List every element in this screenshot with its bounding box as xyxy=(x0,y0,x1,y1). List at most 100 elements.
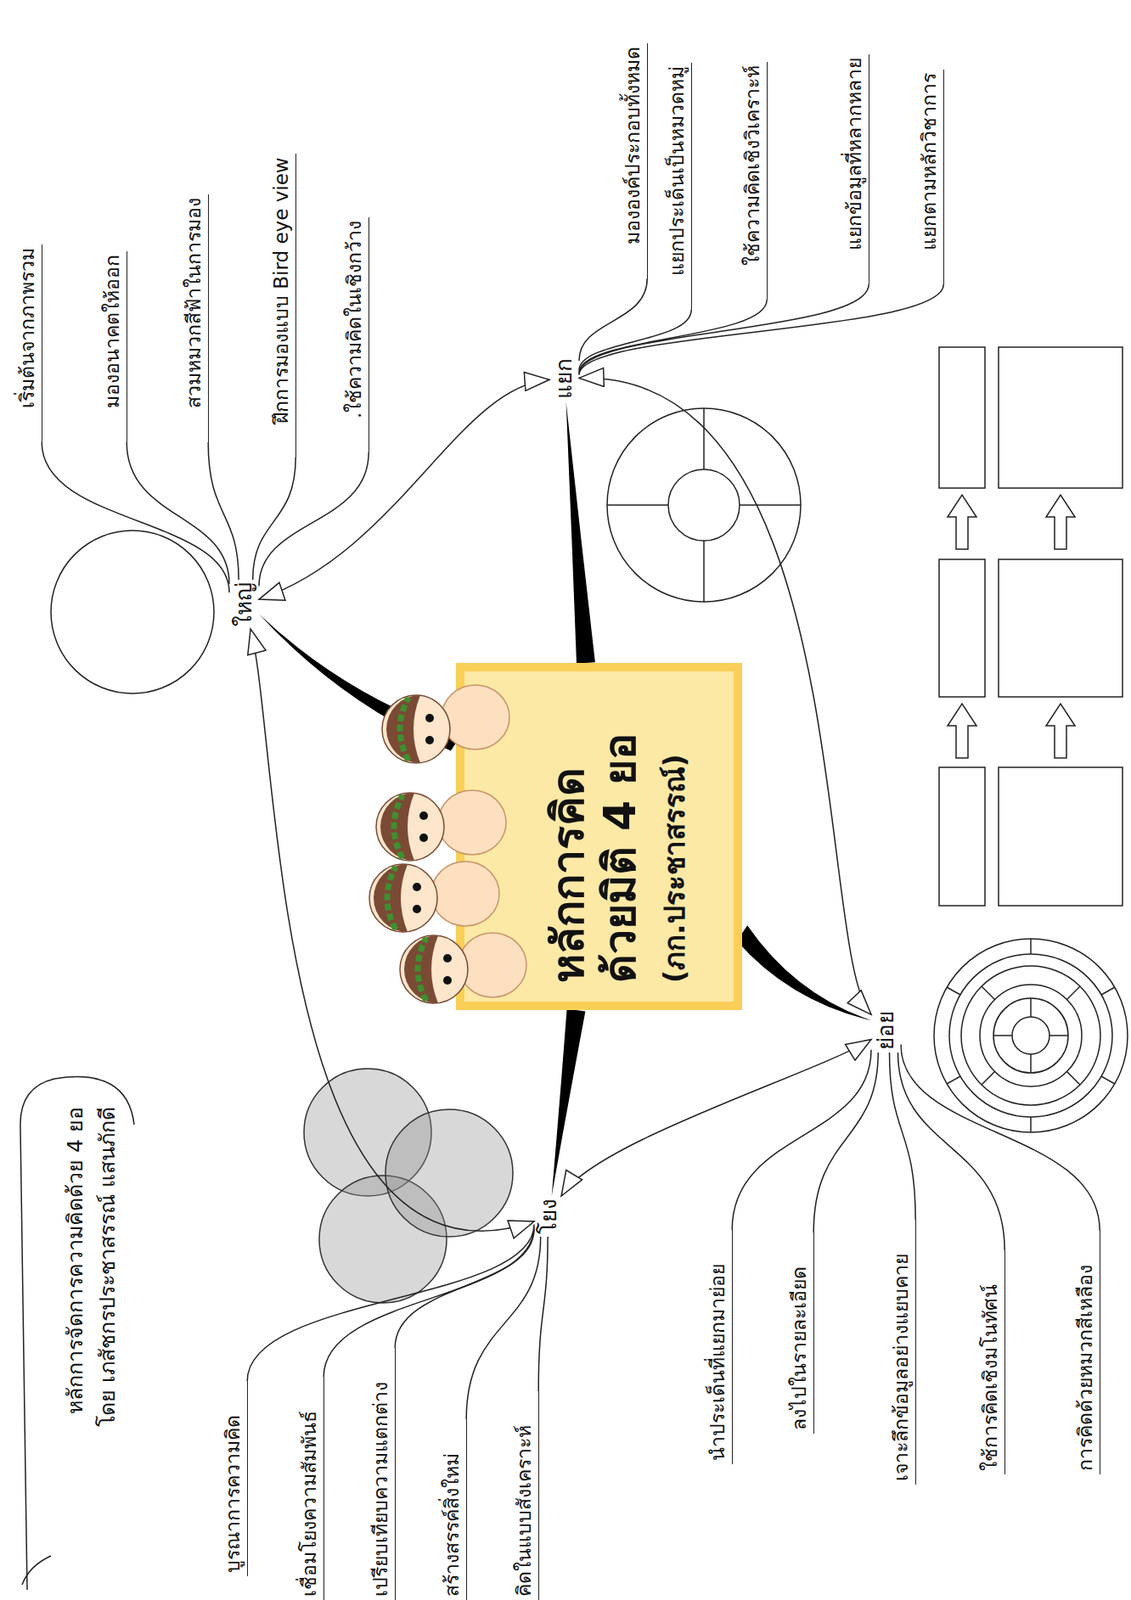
ring-circle xyxy=(993,998,1069,1074)
cartoon-eye xyxy=(412,905,422,914)
branch-leaf: .ใช้ความคิดในเชิงกว้าง xyxy=(342,217,370,453)
node-text: คิดในแบบสังเคราะห์ xyxy=(512,1425,537,1598)
branch-leaf: เชื่อมโยงความสัมพันธ์ xyxy=(297,1377,325,1600)
branch-hub: ย่อย xyxy=(871,1008,901,1053)
main-branch xyxy=(258,614,462,752)
cartoon-head xyxy=(376,793,445,861)
node-text: โยง xyxy=(535,1198,563,1235)
divider-line xyxy=(739,504,801,507)
branch-leaf: เริ่มต้นจากภาพรวม xyxy=(15,244,43,443)
ring-circle xyxy=(979,984,1082,1087)
cartoon-child xyxy=(382,685,510,764)
whole-circle xyxy=(50,530,214,694)
node-text: ย่อย xyxy=(872,1011,900,1051)
note-bracket xyxy=(22,1556,51,1586)
branch-leaf: ใช้การคิดเชิงมโนทัศน์ xyxy=(978,1250,1006,1475)
cartoon-head xyxy=(382,695,451,764)
node-text: ใช้การคิดเชิงมโนทัศน์ xyxy=(978,1284,1003,1472)
cartoon-eye xyxy=(425,714,434,723)
leaf-branch xyxy=(813,1052,878,1233)
branch-hub: โยง xyxy=(534,1196,564,1238)
ring-divider xyxy=(1029,1054,1032,1074)
branch-leaf: ใช้ความคิดเชิงวิเคราะห์ xyxy=(740,61,768,300)
node-text: เจาะลึกข้อมูลอย่างแยบคาย xyxy=(889,1254,914,1482)
title-box: หลักการคิด ด้วยมิติ 4 ยอ(ภก.ประชาสรรณ์) xyxy=(455,663,743,1011)
outer-circle xyxy=(607,408,801,603)
leaf-branch xyxy=(394,1229,535,1349)
laurel-wreath xyxy=(417,938,427,1002)
node-text: นำประเด็นที่แยกมาย่อย xyxy=(705,1264,731,1462)
branch-leaf: คิดในแบบสังเคราะห์ xyxy=(512,1391,540,1600)
node-text: เริ่มต้นจากภาพรวม xyxy=(15,247,40,409)
ring-divider xyxy=(1101,1076,1115,1085)
large-block xyxy=(998,767,1123,906)
venn-diagram xyxy=(303,1069,513,1304)
cartoon-body xyxy=(431,861,500,927)
branch-leaf: แยกประเด็นเป็นหมวดหมู่ xyxy=(664,62,693,310)
cartoon-eye xyxy=(419,833,428,843)
cartoon-hair xyxy=(386,695,421,764)
small-block xyxy=(939,347,985,489)
cartoon-eye xyxy=(419,811,428,821)
ring-divider xyxy=(981,1071,996,1086)
leaf-branch xyxy=(900,1044,1100,1232)
node-text: การคิดด้วยหมวกสีเหลือง xyxy=(1073,1265,1098,1472)
ring-circle xyxy=(961,966,1101,1106)
node-text: .ใช้ความคิดในเชิงกว้าง xyxy=(342,220,367,419)
ring-divider xyxy=(1029,1117,1032,1133)
cartoon-head xyxy=(399,935,468,1004)
main-branch xyxy=(551,1009,586,1197)
small-block xyxy=(939,767,985,906)
branch-hub: ใหญ่ xyxy=(229,579,259,630)
ring-divider xyxy=(1029,998,1032,1018)
large-block xyxy=(998,347,1123,489)
node-text: เปรียบเทียบความแตกต่าง xyxy=(368,1382,394,1598)
branch-leaf: แยกข้อมูลที่หลากหลาย xyxy=(842,54,870,285)
leaf-branch xyxy=(258,452,369,587)
cartoon-child xyxy=(399,933,527,1004)
cartoon-hair xyxy=(404,935,439,1004)
venn-circle xyxy=(385,1109,513,1238)
branch-leaf: ลงไปในรายละเอียด xyxy=(787,1232,815,1435)
branch-leaf: นำประเด็นที่แยกมาย่อย xyxy=(705,1230,733,1465)
cartoon-eye xyxy=(412,883,422,892)
node-text: สวมหมวกสีฟ้าในการมอง xyxy=(181,197,207,409)
node-text: มองอนาคตให้ออก xyxy=(100,254,125,409)
small-block xyxy=(939,559,985,698)
leaf-branch xyxy=(731,1050,872,1231)
laurel-wreath xyxy=(399,697,409,761)
ring-circle xyxy=(1012,1017,1050,1055)
branch-leaf: สร้างสรรค์สิ่งใหม่ xyxy=(439,1419,468,1600)
leaf-branch xyxy=(538,1237,548,1392)
branch-leaf: เปรียบเทียบความแตกต่าง xyxy=(368,1348,396,1600)
cartoon-head xyxy=(369,864,438,933)
branch-leaf: การคิดด้วยหมวกสีเหลือง xyxy=(1073,1231,1101,1475)
leaf-branch xyxy=(41,442,230,593)
main-branch xyxy=(566,401,596,664)
node-text: แยกข้อมูลที่หลากหลาย xyxy=(842,57,867,251)
divider-line xyxy=(607,504,669,507)
cartoon-body xyxy=(441,685,510,750)
divider-line xyxy=(703,540,705,603)
leaf-branch xyxy=(579,284,869,375)
branch-leaf: เจาะลึกข้อมูลอย่างแยบคาย xyxy=(889,1220,917,1486)
leaf-branch xyxy=(126,442,230,585)
cartoon-eye xyxy=(443,954,452,963)
ring-circle xyxy=(934,939,1128,1133)
leaf-branch xyxy=(323,1227,535,1379)
block-arrow xyxy=(1046,703,1075,759)
node-text: ใหญ่ xyxy=(230,582,258,627)
cartoon-hair xyxy=(373,864,408,933)
leaf-branch xyxy=(579,309,692,372)
leaf-branch xyxy=(247,1225,535,1382)
block-arrow xyxy=(947,703,977,759)
cartoon-child xyxy=(376,790,507,861)
node-text: แยก xyxy=(551,358,578,400)
cartoon-hair xyxy=(380,793,415,861)
branch-leaf: มององค์ประกอบทั้งหมด xyxy=(620,43,648,279)
ring-divider xyxy=(1049,1035,1069,1037)
node-subtext: (ภก.ประชาสรรณ์) xyxy=(652,685,698,984)
cartoon-eye xyxy=(425,736,434,745)
